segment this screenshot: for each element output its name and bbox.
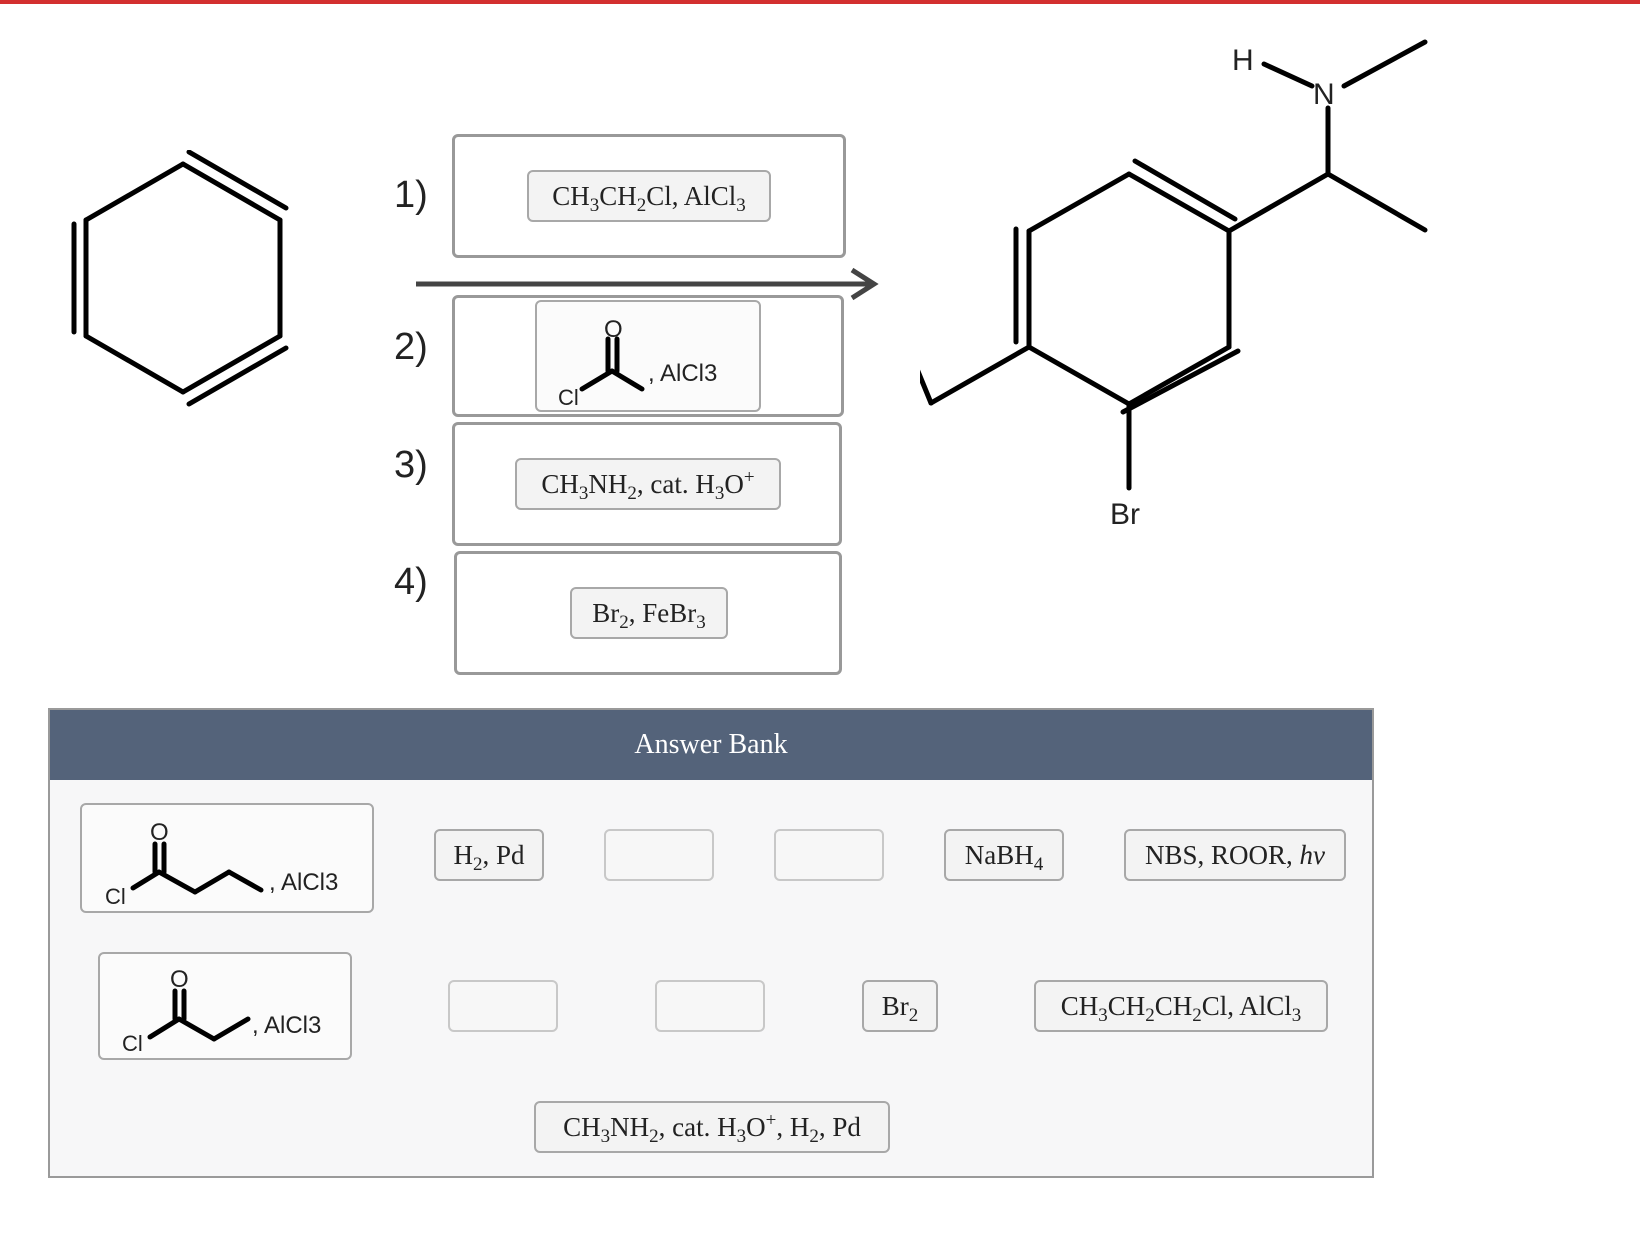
product-structure: N H Br <box>920 39 1428 531</box>
empty-chip-slot[interactable] <box>604 829 714 881</box>
h2-pd-chip[interactable]: H2, Pd <box>434 829 544 881</box>
reagent-suffix: , AlCl3 <box>252 1012 321 1039</box>
step-2-reagent-chip[interactable]: O Cl , AlCl3 <box>535 300 761 412</box>
chip-label: NaBH4 <box>964 839 1044 875</box>
reaction-arrow <box>416 267 879 301</box>
step-number-1: 1) <box>394 174 428 216</box>
reductive-amination-chip[interactable]: CH3NH2, cat. H3O+, H2, Pd <box>534 1101 890 1153</box>
oxygen-atom: O <box>150 819 169 846</box>
butanoyl-chloride-structure: O Cl , AlCl3 <box>105 819 338 909</box>
top-accent-bar <box>0 0 1640 4</box>
chlorine-atom: Cl <box>122 1031 143 1056</box>
step-number-4: 4) <box>394 561 428 603</box>
benzene-structure <box>71 150 289 407</box>
empty-chip-slot[interactable] <box>774 829 884 881</box>
propanoyl-chloride-structure: O Cl , AlCl3 <box>122 966 321 1056</box>
chip-label: Br2 <box>881 990 919 1026</box>
step-4-reagent-chip[interactable]: Br2, FeBr3 <box>570 587 728 639</box>
bromine-atom: Br <box>1110 498 1140 531</box>
chip-label: CH3NH2, cat. H3O+, H2, Pd <box>563 1109 861 1147</box>
reagent-suffix: , AlCl3 <box>648 360 717 387</box>
acetyl-chloride-structure: O Cl , AlCl3 <box>558 316 717 409</box>
nbs-roor-hv-chip[interactable]: NBS, ROOR, hν <box>1124 829 1346 881</box>
reagent-suffix: , AlCl3 <box>269 869 338 896</box>
step-number-2: 2) <box>394 326 428 368</box>
chip-label: H2, Pd <box>453 839 525 875</box>
chlorine-atom: Cl <box>105 884 126 909</box>
answer-bank-title: Answer Bank <box>634 729 788 760</box>
propanoyl-chloride-chip[interactable]: O Cl , AlCl3 <box>98 952 352 1060</box>
empty-chip-slot[interactable] <box>448 980 558 1032</box>
chlorine-atom: Cl <box>558 385 579 409</box>
nabh4-chip[interactable]: NaBH4 <box>944 829 1064 881</box>
answer-bank-header: Answer Bank <box>50 710 1372 780</box>
oxygen-atom: O <box>170 966 189 993</box>
chip-label: Br2, FeBr3 <box>592 597 706 633</box>
answer-bank-panel: Answer Bank <box>48 708 1374 1178</box>
chip-label: CH3CH2Cl, AlCl3 <box>552 180 746 216</box>
chip-label: CH3NH2, cat. H3O+ <box>541 466 755 504</box>
br2-chip[interactable]: Br2 <box>862 980 938 1032</box>
step-number-3: 3) <box>394 444 428 486</box>
chip-label: CH3CH2CH2Cl, AlCl3 <box>1060 990 1302 1026</box>
step-1-reagent-chip[interactable]: CH3CH2Cl, AlCl3 <box>527 170 771 222</box>
oxygen-atom: O <box>604 316 623 343</box>
propyl-chloride-alcl3-chip[interactable]: CH3CH2CH2Cl, AlCl3 <box>1034 980 1328 1032</box>
chip-label: NBS, ROOR, hν <box>1144 839 1326 870</box>
empty-chip-slot[interactable] <box>655 980 765 1032</box>
step-3-reagent-chip[interactable]: CH3NH2, cat. H3O+ <box>515 458 781 510</box>
hydrogen-atom: H <box>1232 44 1254 77</box>
nitrogen-atom: N <box>1313 78 1335 111</box>
butanoyl-chloride-chip[interactable]: O Cl , AlCl3 <box>80 803 374 913</box>
